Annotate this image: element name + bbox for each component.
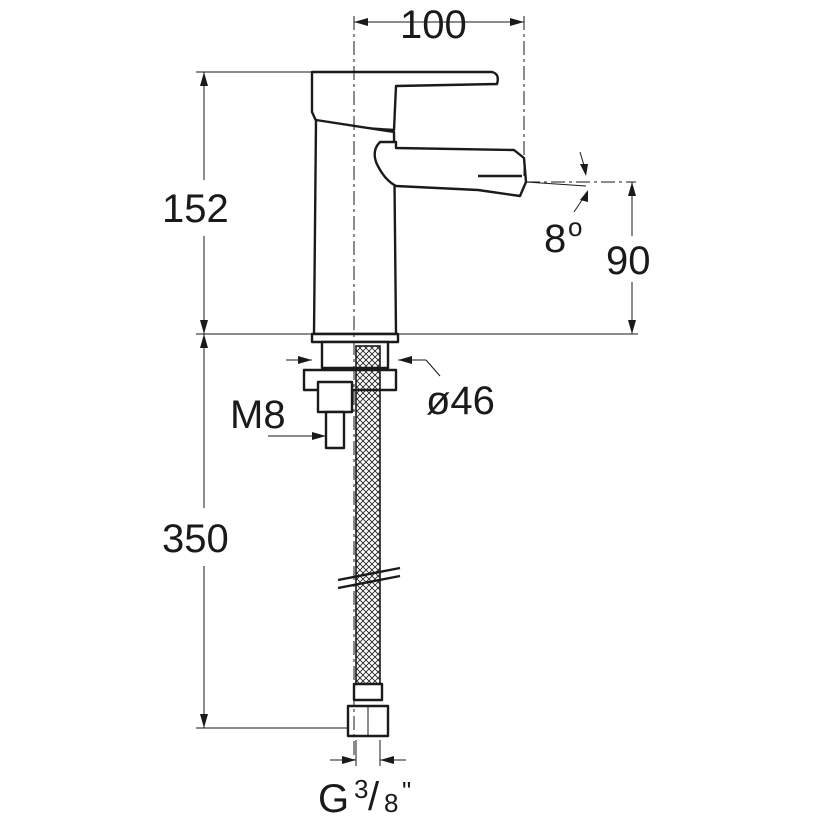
arrowhead <box>580 190 588 202</box>
fixing-nut <box>316 380 354 414</box>
hose-ferrule <box>352 682 384 702</box>
break-line-lower <box>337 574 401 590</box>
label-connection-slash: / <box>368 775 380 817</box>
label-connection-quote: " <box>402 776 411 806</box>
arrowhead <box>200 714 208 728</box>
label-connection-g: G <box>318 777 349 817</box>
label-connection-den: 8 <box>384 788 398 817</box>
lever-handle <box>310 70 500 132</box>
label-body-height: 152 <box>162 187 229 231</box>
label-connection-num: 3 <box>354 774 368 804</box>
arrowhead <box>580 164 588 176</box>
arrowhead <box>200 72 208 86</box>
arrowhead <box>200 320 208 334</box>
diameter-leader <box>425 359 441 377</box>
label-stud-thread: M8 <box>230 393 286 437</box>
label-diameter: ø46 <box>426 379 495 423</box>
angle-ray <box>525 181 587 187</box>
break-line-upper <box>337 566 401 582</box>
label-angle-unit: o <box>568 212 582 242</box>
spout <box>373 140 528 198</box>
arrowhead <box>312 432 326 440</box>
arrowhead <box>628 182 636 196</box>
arrowhead <box>298 356 312 364</box>
arrowhead <box>510 18 524 26</box>
dimension-labels: 100 152 90 8 o ø46 M8 350 G 3 / 8 " <box>162 3 651 817</box>
braided-hose <box>355 345 381 687</box>
label-angle-value: 8 <box>544 217 566 261</box>
threaded-stud <box>324 410 346 450</box>
faucet-body <box>302 70 528 738</box>
dimension-lines <box>196 18 638 766</box>
arrowhead <box>398 356 412 364</box>
arrowhead <box>628 320 636 334</box>
arrowhead <box>342 756 356 764</box>
arrowhead <box>380 756 394 764</box>
label-width: 100 <box>400 3 467 47</box>
arrowhead <box>200 334 208 348</box>
center-lines <box>353 16 636 760</box>
arrowhead <box>354 18 368 26</box>
label-spout-height: 90 <box>606 239 651 283</box>
label-hose-length: 350 <box>162 517 229 561</box>
